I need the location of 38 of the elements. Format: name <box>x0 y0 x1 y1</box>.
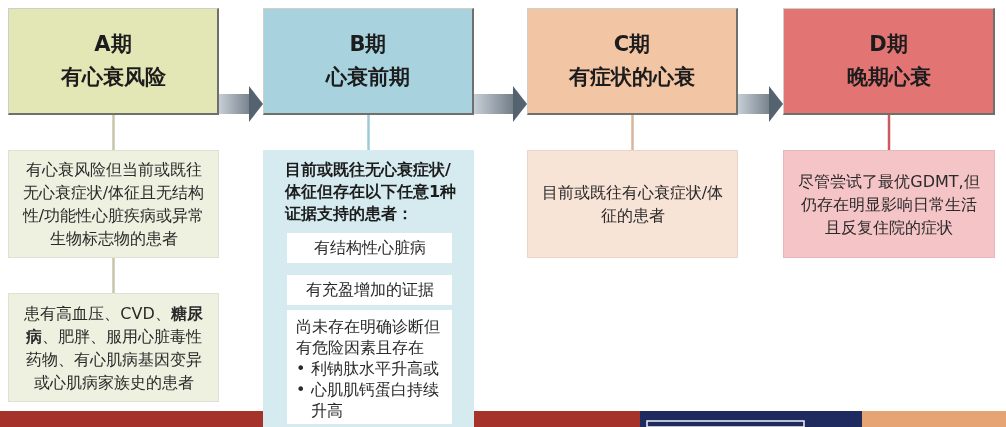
description-box <box>783 150 995 258</box>
stage-label: B期 <box>349 31 387 58</box>
connector-line <box>112 258 115 293</box>
stage-label: C期 <box>613 31 651 58</box>
criterion-text: 尚未存在明确诊断但有危险因素且存在 <box>296 316 441 358</box>
criterion-box <box>287 275 452 305</box>
connector-line <box>887 115 891 150</box>
stage-header <box>263 8 474 115</box>
chevron-arrow <box>738 86 783 122</box>
description-text: 有心衰风险但当前或既往无心衰症状/体征且无结构性/功能性心脏疾病或异常生物标志物的患者 <box>22 159 205 250</box>
connector-line <box>112 115 115 150</box>
stage-label: D期 <box>869 31 908 58</box>
description-text: 目前或既往有心衰症状/体征的患者 <box>541 182 724 227</box>
description-text: 患有高血压、CVD、糖尿病、肥胖、服用心脏毒性药物、有心肌病基因变异或心肌病家族史的患者 <box>23 302 204 394</box>
stage-header <box>8 8 219 115</box>
stage-header <box>527 8 738 115</box>
bullet-item: • 利钠肽水平升高或 <box>296 358 440 379</box>
stage-label: A期 <box>94 31 132 58</box>
criterion-text: 有结构性心脏病 <box>313 237 426 259</box>
stage-name: 晚期心衰 <box>846 64 931 91</box>
criterion-box <box>287 310 452 424</box>
criteria-heading: 目前或既往无心衰症状/体征但存在以下任意1种证据支持的患者： <box>285 159 458 225</box>
description-box <box>527 150 738 258</box>
description-text: 尽管尝试了最优GDMT,但仍存在明显影响日常生活且反复住院的症状 <box>797 170 981 239</box>
criteria-panel <box>263 150 474 427</box>
bullet-item: • 心肌肌钙蛋白持续升高 <box>296 379 440 421</box>
description-box <box>8 293 219 402</box>
chevron-arrow <box>219 86 263 122</box>
criterion-box <box>287 233 452 263</box>
stage-name: 有症状的心衰 <box>569 64 695 91</box>
connector-line <box>631 115 634 150</box>
chevron-arrow <box>474 86 527 122</box>
description-box <box>8 150 219 258</box>
connector-line <box>367 115 370 150</box>
stage-name: 有心衰风险 <box>60 64 166 91</box>
stage-header <box>783 8 995 115</box>
stage-name: 心衰前期 <box>326 64 410 91</box>
criterion-text: 有充盈增加的证据 <box>305 279 434 301</box>
